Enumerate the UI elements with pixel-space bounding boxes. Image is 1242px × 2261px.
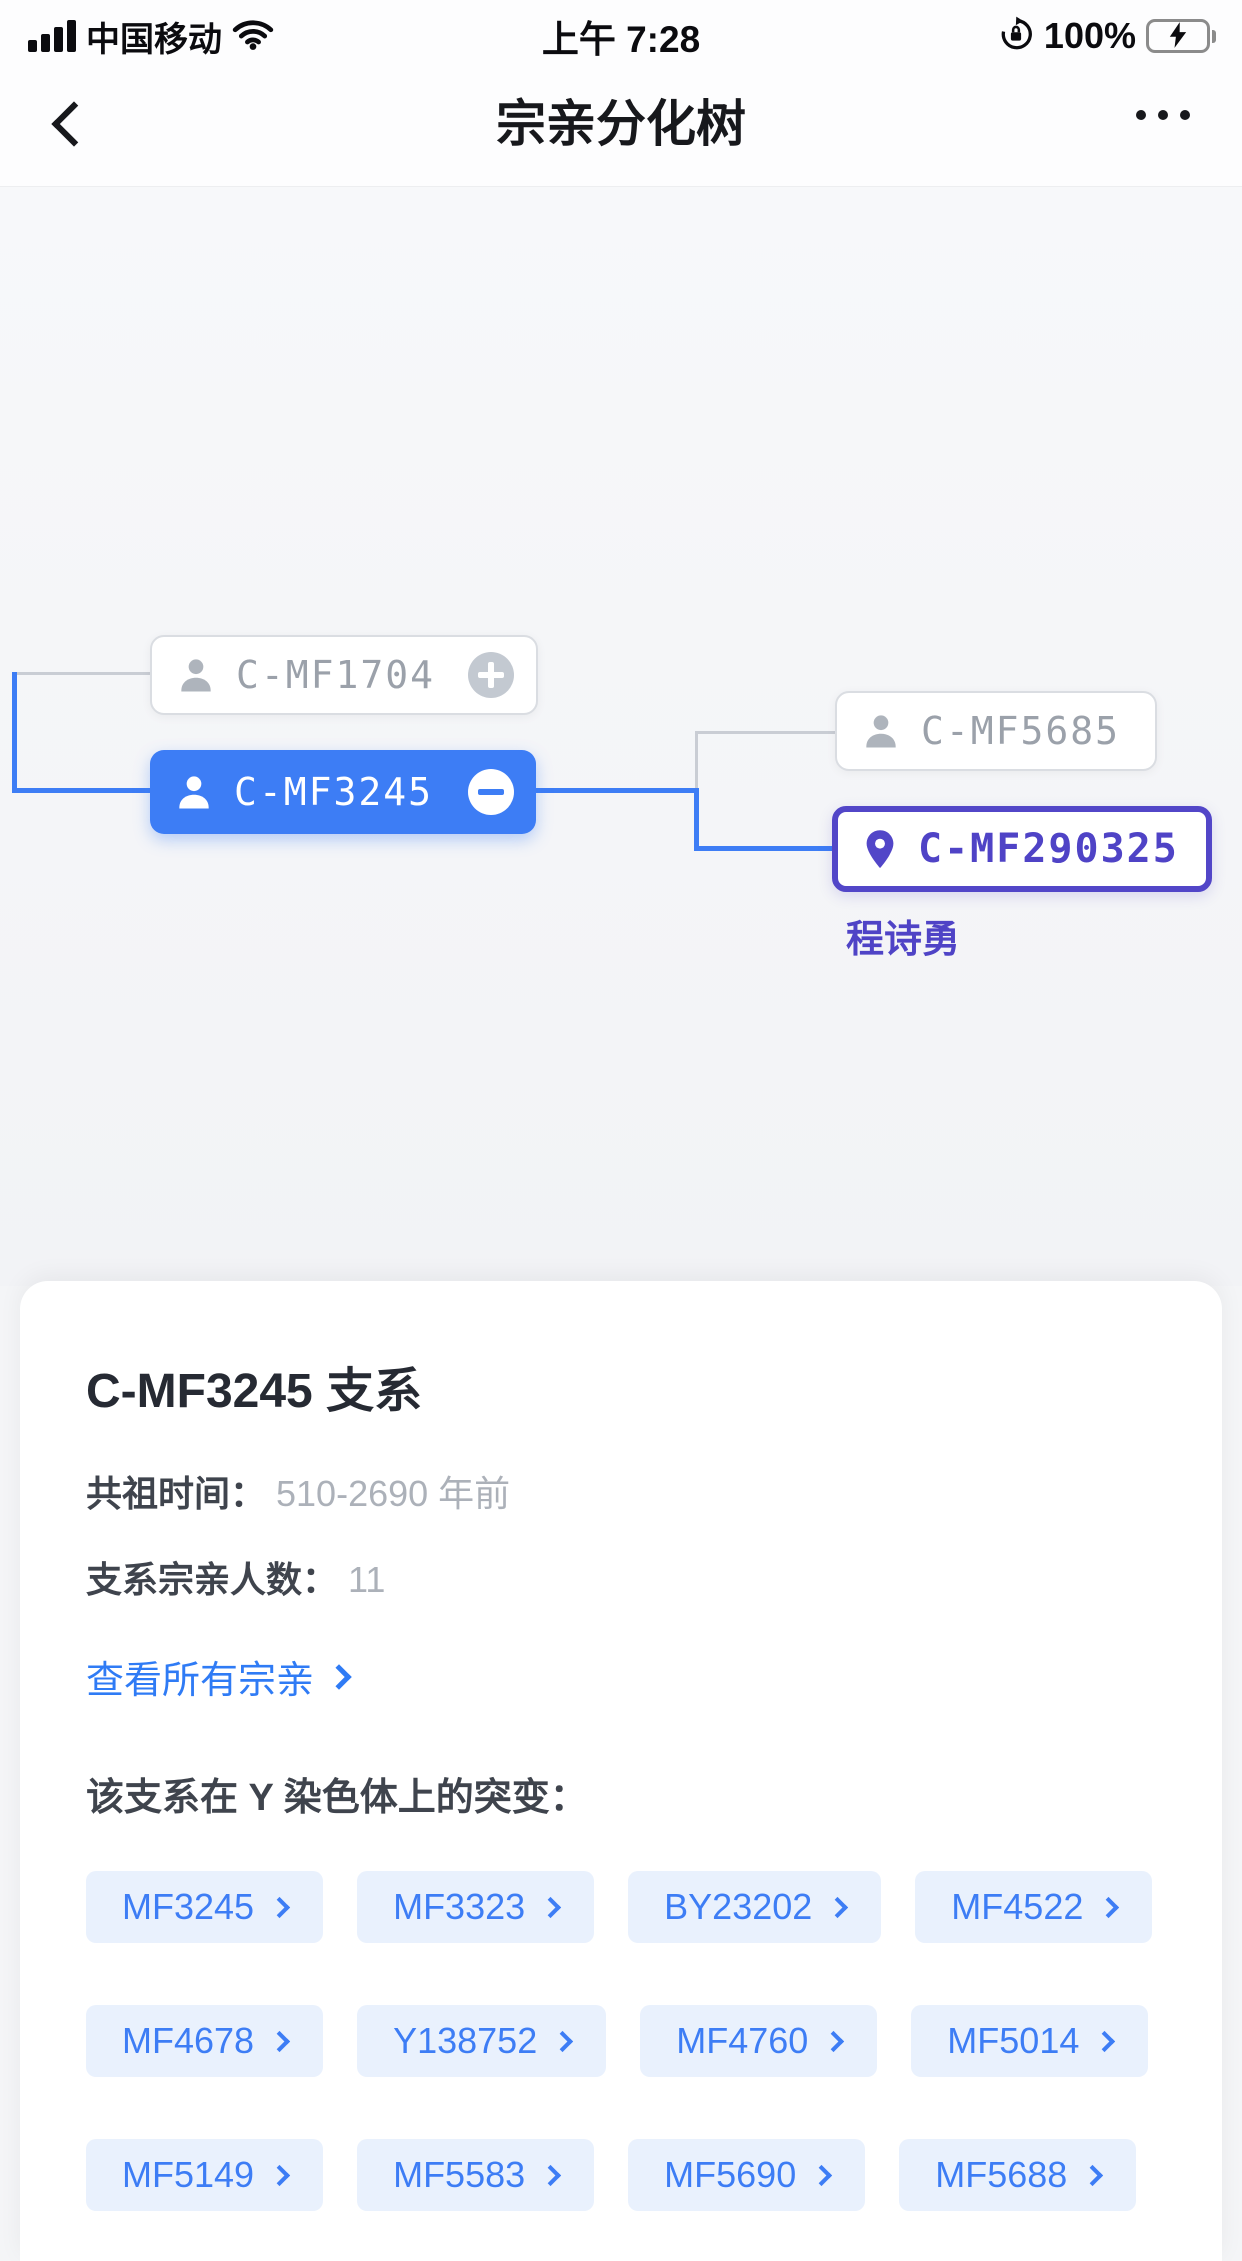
edge-line <box>12 672 17 792</box>
chevron-right-icon <box>540 2164 562 2186</box>
mutation-label: MF4678 <box>122 2020 255 2061</box>
mutation-chip[interactable]: MF5583 <box>357 2139 595 2211</box>
signal-strength-icon <box>28 20 76 52</box>
mutation-label: MF5149 <box>122 2154 255 2195</box>
chevron-right-icon <box>268 1896 291 1918</box>
mutation-label: MF5690 <box>664 2154 797 2195</box>
mutation-chip[interactable]: MF5149 <box>86 2139 324 2211</box>
clock: 上午 7:28 <box>541 19 701 60</box>
mutation-chip[interactable]: MF3245 <box>86 1871 324 1943</box>
mutation-chip[interactable]: MF4522 <box>915 1871 1153 1943</box>
mutation-chip[interactable]: MF5014 <box>911 2005 1149 2077</box>
carrier-label: 中国移动 <box>86 20 222 59</box>
chevron-right-icon <box>268 2030 291 2052</box>
field-label: 支系宗亲人数： <box>86 1559 339 1600</box>
chevron-right-icon <box>827 1896 849 1918</box>
lineage-info-panel: C-MF3245 支系 共祖时间： 510-2690 年前 支系宗亲人数： 11… <box>20 1281 1222 2261</box>
person-icon <box>181 659 211 692</box>
mutation-label: BY23202 <box>664 1886 813 1927</box>
field-value: 510-2690 年前 <box>276 1473 511 1514</box>
person-icon <box>866 715 896 748</box>
member-count-row: 支系宗亲人数： 11 <box>86 1551 1158 1603</box>
mutation-label: MF5583 <box>393 2154 526 2195</box>
link-label: 查看所有宗亲 <box>86 1660 315 1702</box>
view-all-relatives-link[interactable]: 查看所有宗亲 <box>86 1649 1158 1704</box>
more-options-button[interactable] <box>1136 110 1190 120</box>
lineage-tree-canvas: C-MF1704 C-MF3245 C-MF5685 C-MF290325 程诗… <box>0 186 1242 1286</box>
chevron-right-icon <box>811 2164 833 2186</box>
edge-line <box>14 672 152 675</box>
mutations-section-title: 该支系在 Y 染色体上的突变： <box>86 1777 588 1819</box>
mutation-label: MF3323 <box>393 1886 526 1927</box>
edge-line <box>536 788 698 793</box>
battery-charging-icon <box>1146 18 1220 54</box>
field-value: 11 <box>348 1559 386 1600</box>
edge-line <box>694 788 699 850</box>
header: 中国移动 上午 7:28 100% <box>0 0 1242 186</box>
edge-line <box>695 731 835 734</box>
chevron-right-icon <box>1098 1896 1120 1918</box>
node-id-label: C-MF3245 <box>234 770 434 814</box>
mutation-chip[interactable]: MF3323 <box>357 1871 595 1943</box>
tree-node-cmf290325[interactable]: C-MF290325 <box>832 806 1212 892</box>
mutation-label: MF5688 <box>935 2154 1068 2195</box>
mutation-chip[interactable]: MF5690 <box>628 2139 866 2211</box>
mutation-label: Y138752 <box>393 2020 538 2061</box>
field-label: 共祖时间： <box>86 1473 267 1514</box>
edge-line <box>694 846 834 851</box>
collapse-node-button[interactable] <box>468 769 514 815</box>
chevron-right-icon <box>552 2030 574 2052</box>
mutation-label: MF3245 <box>122 1886 255 1927</box>
nav-bar: 宗亲分化树 <box>0 62 1242 186</box>
chevron-right-icon <box>326 1663 352 1690</box>
node-id-label: C-MF290325 <box>918 826 1179 872</box>
edge-line <box>12 788 152 793</box>
selected-person-name: 程诗勇 <box>846 919 961 961</box>
expand-node-button[interactable] <box>468 652 514 698</box>
mutation-label: MF4522 <box>951 1886 1084 1927</box>
tree-node-cmf1704[interactable]: C-MF1704 <box>150 635 538 715</box>
mutation-chip[interactable]: Y138752 <box>357 2005 607 2077</box>
chevron-right-icon <box>268 2164 291 2186</box>
node-id-label: C-MF5685 <box>921 709 1121 753</box>
tree-node-cmf5685[interactable]: C-MF5685 <box>835 691 1157 771</box>
chevron-right-icon <box>823 2030 845 2052</box>
page-title: 宗亲分化树 <box>496 96 746 152</box>
lineage-title: C-MF3245 支系 <box>86 1365 423 1418</box>
tree-node-cmf3245[interactable]: C-MF3245 <box>150 750 536 834</box>
mutation-chip[interactable]: MF5688 <box>899 2139 1137 2211</box>
edge-line <box>695 731 698 791</box>
node-id-label: C-MF1704 <box>236 653 436 697</box>
mutation-chip[interactable]: MF4760 <box>640 2005 878 2077</box>
chevron-right-icon <box>540 1896 562 1918</box>
mutation-chip[interactable]: BY23202 <box>628 1871 882 1943</box>
chevron-right-icon <box>1094 2030 1116 2052</box>
person-icon <box>179 776 209 809</box>
battery-percent-label: 100% <box>1043 15 1136 56</box>
chevron-right-icon <box>1082 2164 1104 2186</box>
status-bar: 中国移动 上午 7:28 100% <box>0 10 1242 62</box>
mutation-label: MF4760 <box>676 2020 809 2061</box>
mutation-label: MF5014 <box>947 2020 1080 2061</box>
mutation-chip[interactable]: MF4678 <box>86 2005 324 2077</box>
common-ancestor-time-row: 共祖时间： 510-2690 年前 <box>86 1465 1158 1517</box>
orientation-lock-icon <box>998 16 1034 57</box>
wifi-icon <box>232 18 274 55</box>
location-pin-icon <box>866 830 894 869</box>
